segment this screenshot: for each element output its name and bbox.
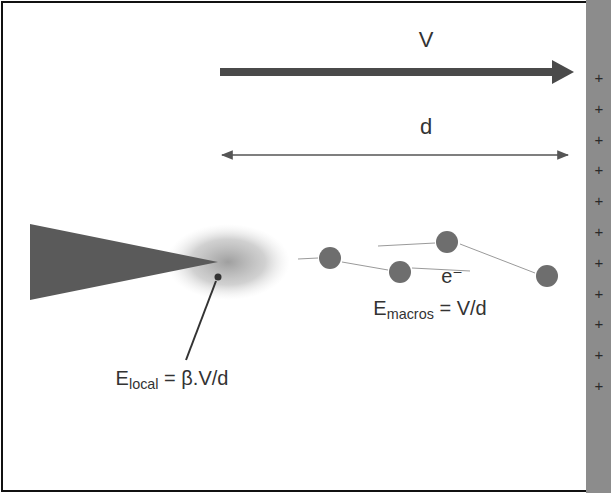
electrons [319, 231, 558, 287]
charge-sign: + [595, 224, 604, 241]
voltage-label: V [419, 28, 434, 52]
charge-sign: + [595, 316, 604, 333]
leader-line [186, 281, 216, 360]
local-field-label: Elocal = β.V/d [116, 367, 229, 393]
charge-sign: + [595, 70, 604, 87]
emitter-tip [30, 224, 218, 300]
distance-arrow [222, 154, 568, 156]
charge-sign: + [595, 193, 604, 210]
voltage-arrow [220, 68, 556, 76]
electron-label: e⁻ [441, 265, 463, 287]
electron-trails [298, 243, 535, 273]
charge-sign: + [595, 162, 604, 179]
voltage-arrowhead [552, 60, 574, 84]
charge-sign: + [595, 101, 604, 118]
charge-sign: + [595, 255, 604, 272]
macro-field-label: Emacros = V/d [373, 297, 486, 323]
local-field-point [215, 274, 222, 281]
charge-sign: + [595, 131, 604, 148]
charge-sign: + [595, 378, 604, 395]
anode-plate [586, 0, 611, 493]
charge-sign: + [595, 285, 604, 302]
charge-sign: + [595, 347, 604, 364]
distance-label: d [420, 115, 432, 139]
